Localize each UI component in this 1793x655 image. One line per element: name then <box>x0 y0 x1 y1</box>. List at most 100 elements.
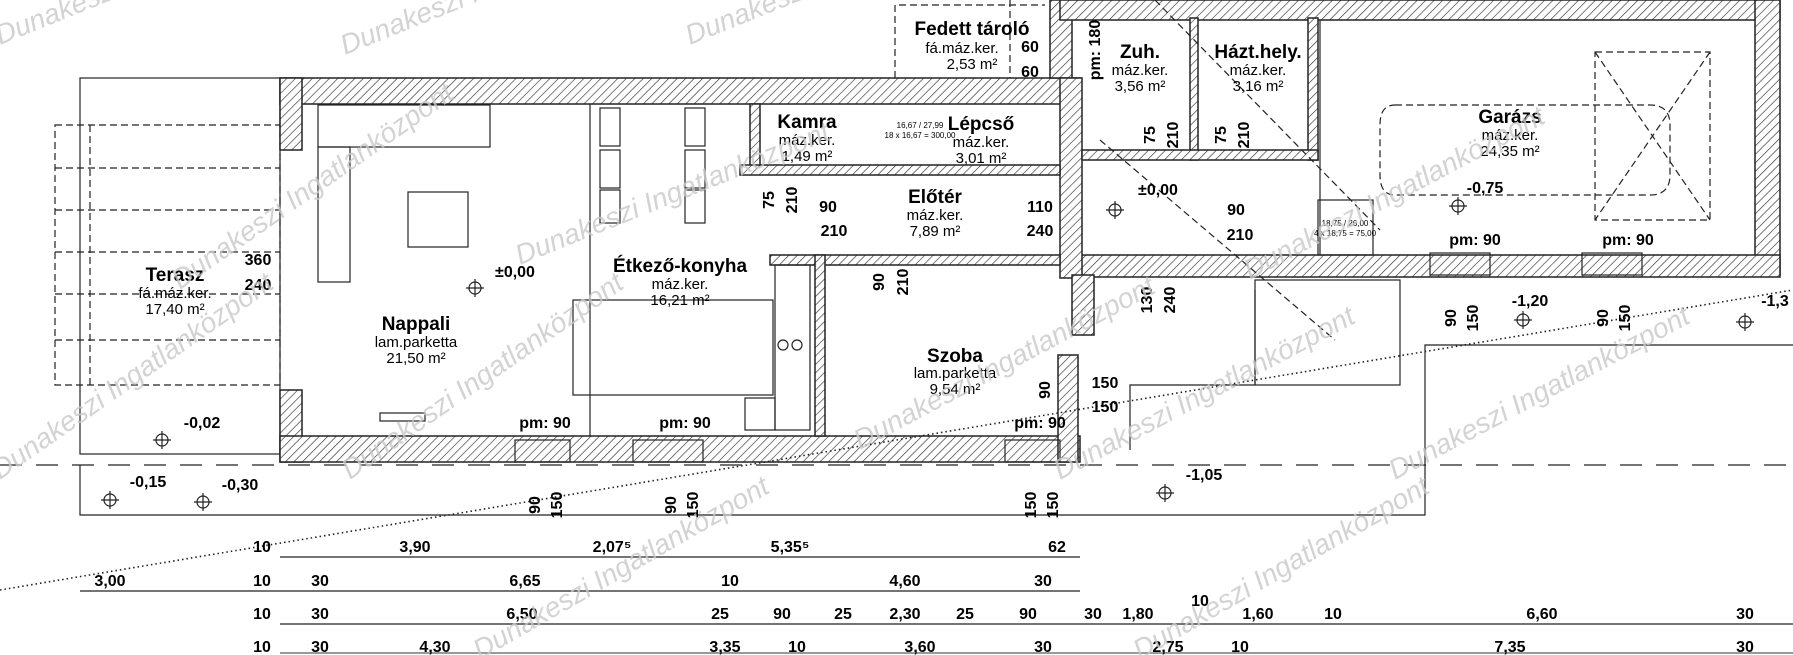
dimension-label: 10 <box>788 639 806 655</box>
dimension-label: 4,60 <box>889 573 920 590</box>
level-marker-icon <box>466 279 484 297</box>
room-area-nappali: 21,50 m² <box>386 350 445 367</box>
dimension-label: 30 <box>311 639 329 655</box>
room-area-terasz: 17,40 m² <box>145 301 204 318</box>
room-floor-fedett: fá.máz.ker. <box>925 40 998 57</box>
level-ext4: -1,20 <box>1512 293 1549 310</box>
opening-size: 110 <box>1027 199 1053 216</box>
level-ext5: -1,3 <box>1761 293 1789 310</box>
room-floor-zuh: máz.ker. <box>1112 62 1169 79</box>
window-label: pm: 90 <box>1449 232 1501 249</box>
dimension-label: 30 <box>1736 606 1754 623</box>
room-name-terasz: Terasz <box>146 265 205 286</box>
opening-size: 240 <box>1027 223 1054 240</box>
room-floor-szoba: lam.parketta <box>914 365 997 382</box>
opening-size: 210 <box>1165 122 1182 149</box>
level-marker-icon <box>1449 197 1467 215</box>
dimension-label: 90 <box>1019 606 1037 623</box>
room-floor-haztart: máz.ker. <box>1230 62 1287 79</box>
dimension-label: 6,65 <box>509 573 540 590</box>
level-eloter: ±0,00 <box>1138 182 1178 199</box>
opening-size: 150 <box>685 492 702 519</box>
level-marker-icon <box>1514 311 1532 329</box>
dimension-label: 30 <box>1736 639 1754 655</box>
level-ext2: -0,30 <box>222 477 259 494</box>
ground-lines <box>0 289 1793 591</box>
room-floor-eloter: máz.ker. <box>907 207 964 224</box>
room-name-lepcso: Lépcső <box>948 114 1015 135</box>
walls <box>279 0 1781 463</box>
room-floor-terasz: fá.máz.ker. <box>138 285 211 302</box>
opening-size: 130 <box>1139 287 1156 314</box>
room-name-kamra: Kamra <box>777 112 837 133</box>
window-label: pm: 90 <box>519 415 571 432</box>
opening-size: 210 <box>1227 227 1254 244</box>
stair-text-2: 18 x 16,67 = 300,00 <box>885 131 957 140</box>
opening-size: 240 <box>245 277 272 294</box>
room-name-etkezo: Étkező-konyha <box>613 255 748 277</box>
level-ext1: -0,15 <box>130 474 167 491</box>
window-label: pm: 90 <box>659 415 711 432</box>
room-name-fedett: Fedett tároló <box>914 19 1029 40</box>
room-floor-etkezo: máz.ker. <box>652 276 709 293</box>
opening-size: 75 <box>1213 126 1230 144</box>
opening-size: 150 <box>1023 492 1040 519</box>
dimension-label: 10 <box>1324 606 1342 623</box>
opening-sizes: 360 240 75 210 90 210 90 210 110 240 90 … <box>245 39 1634 518</box>
opening-size: 90 <box>527 496 544 514</box>
watermark: Dunakeszi Ingatlanközpont <box>166 76 460 295</box>
dimension-row-4: 10 30 4,30 3,35 10 3,60 30 2,75 10 7,35 … <box>253 639 1754 655</box>
room-floor-garazs: máz.ker. <box>1482 127 1539 144</box>
room-floor-kamra: máz.ker. <box>779 132 836 149</box>
room-area-haztart: 3,16 m² <box>1233 78 1284 95</box>
watermark: Dunakeszi Ingatlanközpont <box>1128 470 1436 655</box>
furniture <box>317 0 1711 431</box>
dimension-label: 3,35 <box>709 639 740 655</box>
dimension-label: 25 <box>711 606 729 623</box>
opening-size: 240 <box>1162 287 1179 314</box>
opening-size: 210 <box>895 269 912 296</box>
dimension-label: 5,35⁵ <box>771 539 810 556</box>
opening-size: 150 <box>549 492 566 519</box>
opening-size: 90 <box>663 496 680 514</box>
window-label: pm: 90 <box>1602 232 1654 249</box>
room-area-kamra: 1,49 m² <box>782 148 833 165</box>
opening-size: 360 <box>245 252 272 269</box>
opening-size: 90 <box>871 273 888 291</box>
dimension-label: 3,60 <box>904 639 935 655</box>
dimension-row-1: 10 3,90 2,07⁵ 5,35⁵ 62 <box>253 539 1066 556</box>
opening-size: 210 <box>784 187 801 214</box>
stair-text-3: 18,75 / 26,00 <box>1322 219 1369 228</box>
opening-size: 75 <box>761 191 778 209</box>
dimension-label: 6,50 <box>506 606 537 623</box>
level-marker-icon <box>1736 313 1754 331</box>
dimension-lines <box>80 556 1793 654</box>
opening-size: 150 <box>1092 375 1119 392</box>
dimension-row-3: 10 30 6,50 25 90 25 2,30 25 90 30 1,80 1… <box>253 593 1754 623</box>
dimension-label: 30 <box>1034 573 1052 590</box>
dimension-label: 3,90 <box>399 539 430 556</box>
dimension-label: 90 <box>773 606 791 623</box>
stair-text-4: 4 x 18,75 = 75,00 <box>1314 229 1377 238</box>
dimension-label: 25 <box>956 606 974 623</box>
opening-size: 90 <box>1443 309 1460 327</box>
opening-size: 60 <box>1021 64 1039 81</box>
opening-size: 90 <box>1037 381 1054 399</box>
dimension-label: 10 <box>253 606 271 623</box>
room-area-eloter: 7,89 m² <box>910 223 961 240</box>
dimension-label: 10 <box>253 539 271 556</box>
dimension-label: 62 <box>1048 539 1066 556</box>
opening-size: 75 <box>1142 126 1159 144</box>
dimension-label: 30 <box>1034 639 1052 655</box>
opening-size: 150 <box>1045 492 1062 519</box>
stair-text-1: 16,67 / 27,99 <box>897 121 944 130</box>
dimension-label: 1,60 <box>1242 606 1273 623</box>
room-floor-lepcso: máz.ker. <box>953 134 1010 151</box>
opening-size: 90 <box>819 199 837 216</box>
window-label: pm: 180 <box>1087 20 1104 81</box>
level-ext3: -1,05 <box>1186 467 1223 484</box>
dimension-label: 10 <box>253 573 271 590</box>
stair-annotations: 16,67 / 27,99 18 x 16,67 = 300,00 18,75 … <box>885 121 1377 238</box>
opening-size: 210 <box>1236 122 1253 149</box>
